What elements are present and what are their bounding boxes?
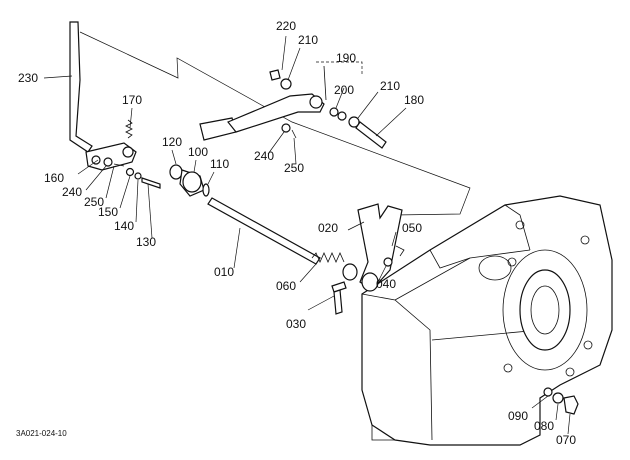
label-040: 040 [376,277,396,291]
leader-lines [43,35,571,435]
label-180: 180 [404,93,424,107]
bolt [331,281,347,315]
drain-plug [543,387,579,415]
label-020: 020 [318,221,338,235]
label-190: 190 [336,51,356,65]
clutch-pedal [199,65,327,141]
label-250-left: 250 [84,195,104,209]
mid-fasteners [281,123,297,139]
shift-fork [357,203,403,292]
label-220: 220 [276,19,296,33]
pedal-shaft-parts [329,107,387,149]
clutch-arm [85,142,137,171]
top-fasteners [269,69,292,90]
label-130: 130 [136,235,156,249]
label-210-top: 210 [298,33,318,47]
label-030: 030 [286,317,306,331]
label-100: 100 [188,145,208,159]
label-210-right: 210 [380,79,400,93]
label-110: 110 [210,157,229,171]
label-120: 120 [162,135,182,149]
label-200: 200 [334,83,354,97]
label-250-mid: 250 [284,161,304,175]
label-070: 070 [556,433,576,447]
group-bracket [316,61,363,74]
spring [125,119,133,139]
label-230: 230 [18,71,38,85]
label-090: 090 [508,409,528,423]
label-140: 140 [114,219,134,233]
label-050: 050 [402,221,422,235]
pedal-rod [69,21,93,153]
shaft [207,197,321,265]
drawing-code: 3A021-024-10 [16,429,67,438]
label-240-mid: 240 [254,149,274,163]
label-240-left: 240 [62,185,82,199]
part-labels: 230 170 160 240 250 150 140 130 120 100 … [16,19,576,447]
label-160: 160 [44,171,64,185]
transmission-housing [361,195,613,446]
label-080: 080 [534,419,554,433]
pin-and-clip [383,245,405,267]
label-010: 010 [214,265,234,279]
shaft-spring [311,252,358,281]
small-fasteners-left [103,157,161,189]
label-150: 150 [98,205,118,219]
label-170: 170 [122,93,142,107]
assembly-dashed-line [79,31,471,225]
release-hub [169,164,210,197]
label-060: 060 [276,279,296,293]
